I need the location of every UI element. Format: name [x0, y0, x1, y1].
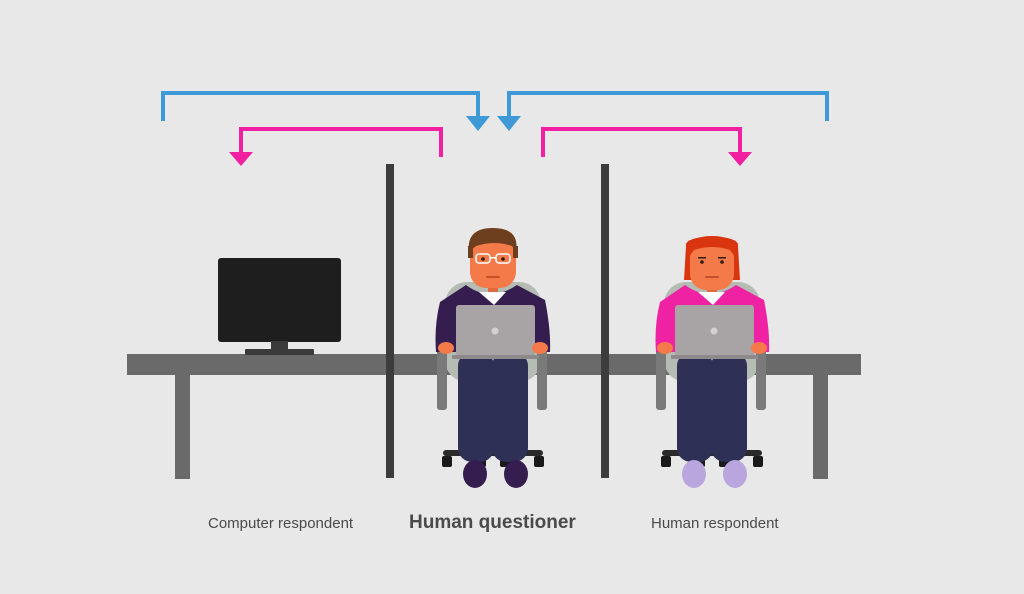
- divider-right: [601, 164, 609, 478]
- pink-arrow-left: [239, 127, 443, 157]
- label-human-questioner: Human questioner: [409, 512, 576, 533]
- divider-left: [386, 164, 394, 478]
- arrow-down-icon: [497, 116, 521, 131]
- label-human-respondent: Human respondent: [651, 515, 779, 532]
- blue-arrow-right: [507, 91, 829, 121]
- arrow-down-icon: [229, 152, 253, 166]
- person-at-laptop-icon: [655, 236, 770, 488]
- person-at-laptop-icon: [435, 228, 551, 488]
- blue-arrow-left: [161, 91, 480, 121]
- monitor-icon: [218, 258, 341, 355]
- arrow-down-icon: [466, 116, 490, 131]
- label-computer-respondent: Computer respondent: [208, 515, 354, 532]
- arrow-down-icon: [728, 152, 752, 166]
- pink-arrow-right: [541, 127, 742, 157]
